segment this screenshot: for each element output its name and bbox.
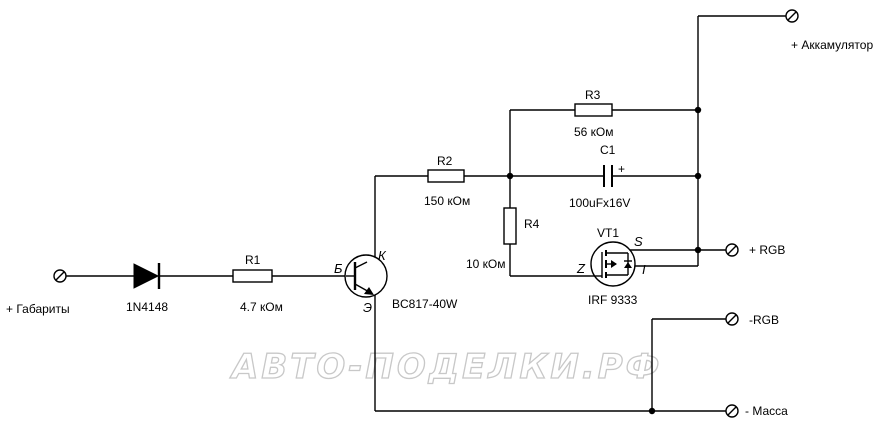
capacitor-c1: C1 + 100uFx16V — [569, 143, 630, 210]
r1-ref: R1 — [245, 253, 261, 267]
r3-ref: R3 — [585, 88, 601, 102]
terminal-battery-label: + Аккамулятор — [791, 38, 873, 52]
q1-value: BC817-40W — [392, 297, 458, 311]
junction-dot — [648, 407, 656, 415]
terminal-parking-lights: + Габариты — [6, 269, 70, 316]
terminal-parking-lights-label: + Габариты — [6, 302, 70, 316]
resistor-r2: R2 150 кОм — [424, 154, 470, 208]
r3-value: 56 кОм — [574, 125, 614, 139]
pin-gate-label: Z — [576, 261, 586, 276]
terminal-rgb-minus-label: -RGB — [749, 313, 779, 327]
terminal-battery: + Аккамулятор — [785, 9, 873, 52]
terminal-ground-label: - Масса — [745, 404, 788, 418]
c1-polarity: + — [618, 162, 625, 176]
r2-value: 150 кОм — [424, 194, 470, 208]
transistor-bc817: Б К Э BC817-40W — [334, 248, 458, 315]
junction-dot — [694, 106, 702, 114]
mosfet-vt1: VT1 S Z I IRF 9333 — [576, 226, 646, 307]
c1-value: 100uFx16V — [569, 196, 630, 210]
resistor-r3: R3 56 кОм — [574, 88, 614, 139]
junction-dot — [506, 172, 514, 180]
watermark: АВТО-ПОДЕЛКИ.РФ — [229, 347, 662, 387]
pin-base-label: Б — [334, 261, 343, 276]
pin-collector-label: К — [378, 248, 387, 263]
diode-1n4148: 1N4148 — [126, 263, 168, 314]
diode-value: 1N4148 — [126, 300, 168, 314]
terminal-ground: - Масса — [725, 404, 788, 418]
r4-value: 10 кОм — [466, 257, 506, 271]
r4-ref: R4 — [524, 217, 540, 231]
terminal-rgb-plus: + RGB — [725, 243, 785, 257]
terminal-rgb-minus: -RGB — [725, 312, 779, 327]
resistor-r4: R4 10 кОм — [466, 207, 540, 271]
vt1-value: IRF 9333 — [588, 293, 638, 307]
junction-dot — [694, 246, 702, 254]
vt1-ref: VT1 — [597, 226, 619, 240]
c1-ref: C1 — [600, 143, 616, 157]
terminal-rgb-plus-label: + RGB — [749, 243, 785, 257]
r2-ref: R2 — [437, 154, 453, 168]
resistor-r1: R1 4.7 кОм — [232, 253, 283, 314]
wires — [66, 15, 786, 412]
pin-drain-label: I — [642, 262, 646, 277]
pin-source-label: S — [634, 234, 643, 249]
r1-value: 4.7 кОм — [240, 300, 283, 314]
pin-emitter-label: Э — [363, 300, 372, 315]
junction-dot — [694, 172, 702, 180]
junctions — [506, 106, 702, 415]
